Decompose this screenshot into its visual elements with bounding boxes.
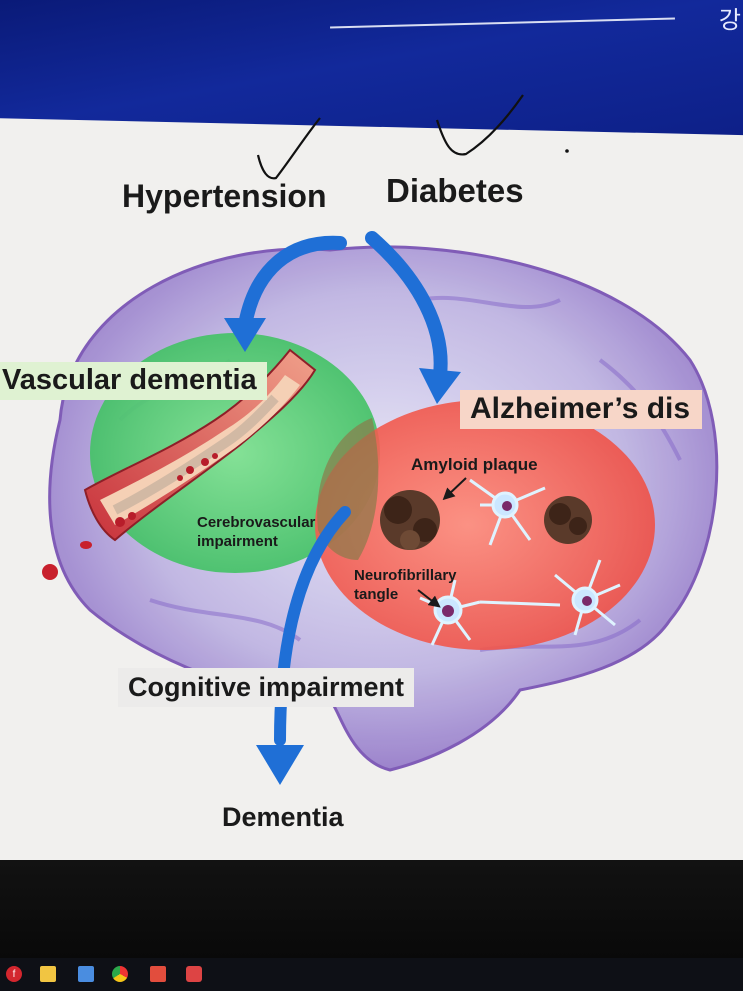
amyloid-plaque-label: Amyloid plaque	[411, 455, 538, 474]
cerebrovascular-label-line-1: Cerebrovascular	[197, 514, 316, 531]
hypertension-arrowhead	[224, 318, 266, 352]
handwritten-check	[435, 94, 524, 156]
tangle-pointer-arrow	[417, 589, 441, 608]
dementia-label: Dementia	[222, 802, 344, 832]
amyloid-plaque-icon	[544, 496, 592, 544]
blood-drop-icon	[42, 564, 58, 580]
hypertension-arrow	[238, 235, 347, 332]
neuron-icon	[469, 478, 546, 546]
folder-icon[interactable]	[40, 966, 56, 982]
handwritten-check	[256, 117, 321, 180]
dementia-arrowhead	[256, 745, 304, 785]
diabetes-arrowhead	[419, 368, 461, 404]
diabetes-label: Diabetes	[386, 172, 524, 209]
amyloid-pointer-arrow	[442, 477, 467, 501]
neurofibrillary-label-line-2: tangle	[354, 586, 399, 603]
blood-drop-icon	[80, 541, 92, 549]
mail-icon[interactable]	[78, 966, 94, 982]
chrome-icon[interactable]	[112, 966, 128, 982]
vascular-dementia-label: Vascular dementia	[0, 362, 267, 400]
cerebrovascular-label-line-2: impairment	[197, 533, 278, 550]
neurofibrillary-label-line-1: Neurofibrillary	[354, 567, 457, 584]
document-icon[interactable]	[150, 966, 166, 982]
hypertension-label: Hypertension	[122, 178, 327, 214]
alzheimers-label: Alzheimer’s dis	[460, 390, 703, 429]
app-red-icon[interactable]: f	[6, 966, 22, 982]
pen-dot	[565, 149, 569, 153]
app-icon[interactable]	[186, 966, 202, 982]
cognitive-impairment-label: Cognitive impairment	[118, 668, 415, 707]
neuron-icon	[554, 559, 621, 636]
amyloid-plaque-icon	[380, 490, 440, 550]
diabetes-arrow	[365, 231, 448, 382]
header-korean-char: 강	[718, 6, 741, 34]
